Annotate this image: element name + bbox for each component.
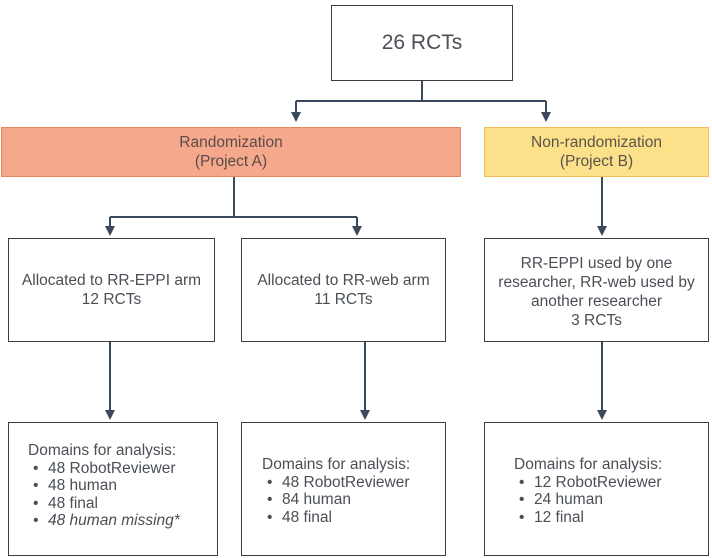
arm-web-label: Allocated to RR-web arm — [257, 272, 430, 289]
domains-web-box: Domains for analysis: 48 RobotReviewer 8… — [241, 422, 446, 556]
connector-project-a-split — [110, 177, 357, 218]
domains-eppi-heading: Domains for analysis: — [28, 442, 177, 459]
domains-b-heading: Domains for analysis: — [514, 456, 663, 473]
arm-b-line3: another researcher — [531, 293, 662, 310]
project-b-box: Non-randomization (Project B) — [484, 127, 709, 177]
arm-b-count: 3 RCTs — [571, 312, 622, 329]
domains-web-heading: Domains for analysis: — [262, 456, 411, 473]
arm-eppi-label: Allocated to RR-EPPI arm — [21, 272, 202, 289]
list-item: 48 final — [28, 495, 180, 513]
list-item: 48 RobotReviewer — [28, 460, 180, 478]
arm-b-box: RR-EPPI used by one researcher, RR-web u… — [484, 238, 709, 342]
arm-b-line2: researcher, RR-web used by — [498, 274, 695, 291]
project-b-subtitle: (Project B) — [559, 153, 634, 170]
domains-b-box: Domains for analysis: 12 RobotReviewer 2… — [484, 422, 709, 556]
list-item: 48 human — [28, 477, 180, 495]
domains-eppi-list: 48 RobotReviewer 48 human 48 final 48 hu… — [28, 460, 180, 530]
arm-web-count: 11 RCTs — [314, 291, 373, 308]
list-item: 48 final — [262, 509, 410, 527]
list-item: 12 RobotReviewer — [514, 474, 662, 492]
total-rcts-box: 26 RCTs — [331, 5, 513, 81]
project-a-box: Randomization (Project A) — [1, 127, 461, 177]
list-item: 48 RobotReviewer — [262, 474, 410, 492]
arm-web-box: Allocated to RR-web arm 11 RCTs — [241, 238, 446, 342]
project-a-subtitle: (Project A) — [194, 153, 268, 170]
list-item: 48 human missing* — [28, 512, 180, 530]
connector-top-split — [296, 80, 546, 102]
project-a-title: Randomization — [179, 134, 283, 151]
list-item: 12 final — [514, 509, 662, 527]
list-item: 84 human — [262, 491, 410, 509]
arm-b-line1: RR-EPPI used by one — [520, 255, 673, 272]
list-item: 24 human — [514, 491, 662, 509]
domains-b-list: 12 RobotReviewer 24 human 12 final — [514, 474, 662, 527]
domains-web-list: 48 RobotReviewer 84 human 48 final — [262, 474, 410, 527]
domains-eppi-box: Domains for analysis: 48 RobotReviewer 4… — [8, 422, 218, 556]
project-b-title: Non-randomization — [531, 134, 662, 151]
arm-eppi-box: Allocated to RR-EPPI arm 12 RCTs — [8, 238, 215, 342]
arm-eppi-count: 12 RCTs — [81, 291, 142, 308]
total-rcts-label: 26 RCTs — [381, 31, 463, 54]
